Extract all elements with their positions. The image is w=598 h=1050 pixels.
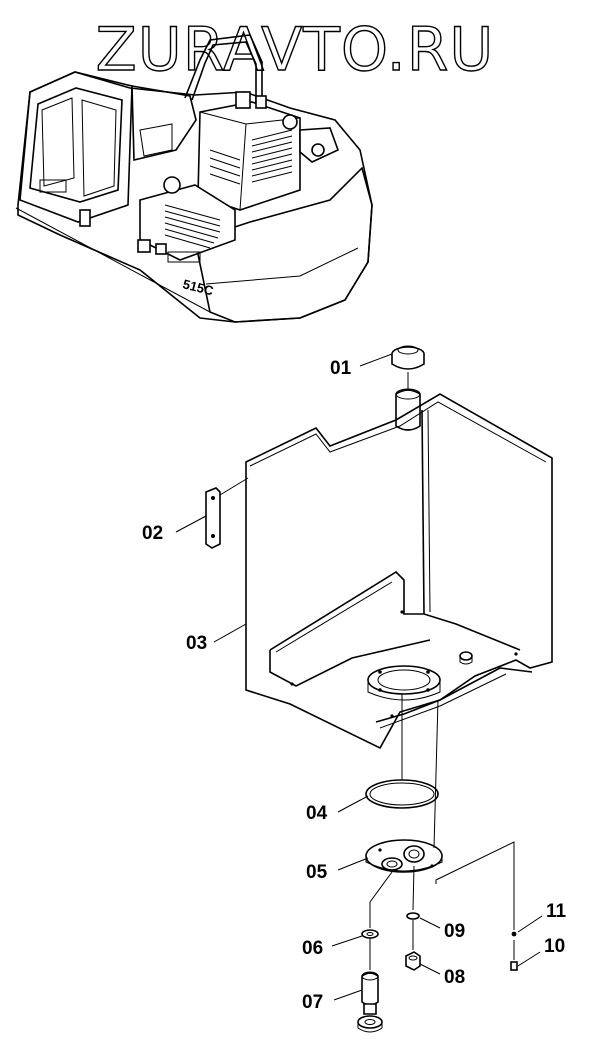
part-fuel-pump: [357, 938, 383, 1033]
watermark: ZURAVTO.RU: [96, 15, 495, 85]
part-bolt-and-washer: [435, 841, 518, 971]
callout-leaders: [175, 353, 543, 1001]
part-plug: [405, 865, 421, 971]
label-10: 10: [544, 936, 565, 957]
part-bracket: [205, 477, 249, 549]
part-fuel-tank: [245, 388, 553, 750]
part-filler-cap: [391, 345, 425, 392]
part-washer: [361, 871, 393, 939]
excavator-illustration: 515C: [15, 34, 373, 323]
label-05: 05: [306, 862, 328, 883]
label-01: 01: [330, 358, 352, 379]
machine-badge: 515C: [181, 276, 215, 298]
label-02: 02: [142, 523, 163, 544]
part-pump-flange: [365, 699, 443, 873]
label-08: 08: [444, 967, 465, 988]
label-09: 09: [444, 921, 465, 942]
label-07: 07: [302, 992, 323, 1013]
label-11: 11: [546, 901, 567, 922]
part-seal-washer: [406, 912, 420, 950]
label-06: 06: [302, 938, 323, 959]
label-03: 03: [186, 633, 207, 654]
part-o-ring: [365, 694, 439, 809]
label-04: 04: [306, 803, 328, 824]
